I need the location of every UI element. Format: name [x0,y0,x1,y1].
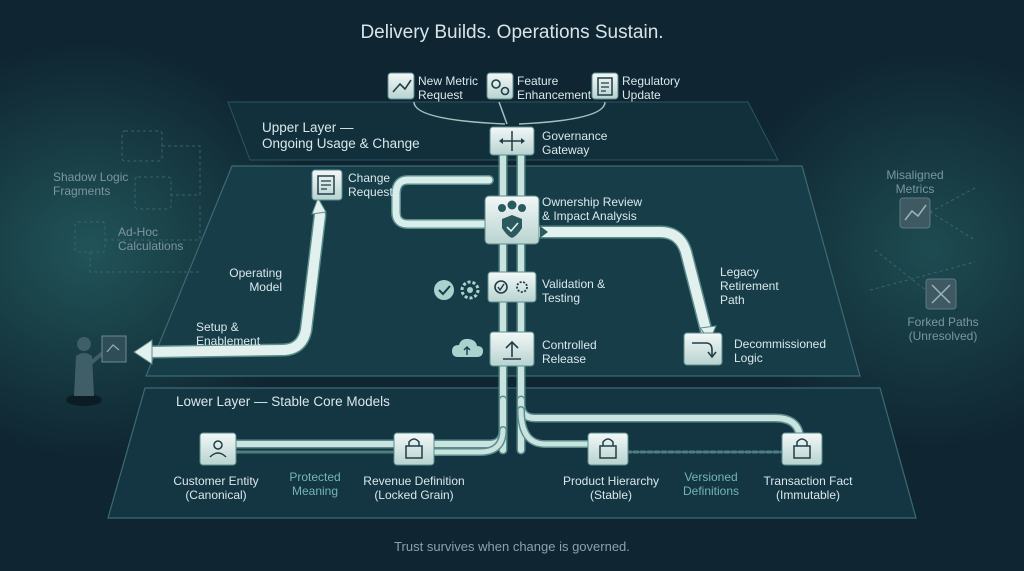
forked-arrows-icon [931,284,951,304]
customer-entity-box [199,432,237,466]
diagram-footer: Trust survives when change is governed. [394,539,630,554]
change-request-box [311,169,343,201]
label-customer-entity: Customer Entity (Canonical) [173,474,259,502]
decommissioned-box [683,332,723,366]
revenue-definition-box [393,432,435,466]
label-adhoc-calculations: Ad-Hoc Calculations [118,225,184,253]
label-governance-gateway: Governance Gateway [542,129,608,157]
label-operating-model: Operating Model [229,266,282,294]
input-connectors [413,101,606,125]
ownership-review-box [484,195,540,245]
misaligned-chart-icon [904,204,927,221]
label-validation-testing: Validation & Testing [542,277,606,305]
shadow-logic-fragments [74,130,201,273]
transaction-fact-box [781,432,823,466]
label-forked-paths: Forked Paths (Unresolved) [907,315,979,343]
setup-arrowhead [133,339,153,365]
ownership-return-arrowhead [540,226,548,238]
label-product-hierarchy: Product Hierarchy (Stable) [562,474,660,502]
label-setup-enablement: Setup & Enablement [196,320,261,348]
label-misaligned-metrics: Misaligned Metrics [886,168,944,196]
cloud-upload-icon [452,338,483,357]
diagram-title: Delivery Builds. Operations Sustain. [360,22,664,43]
governance-gateway-box [489,126,535,156]
label-decommissioned-logic: Decommissioned Logic [734,337,827,365]
validation-side-icons [434,280,480,300]
input-box-feature [486,72,514,100]
label-regulatory-update: Regulatory Update [622,74,681,102]
label-transaction-fact: Transaction Fact (Immutable) [763,474,853,502]
label-ownership-review: Ownership Review & Impact Analysis [542,195,643,223]
label-upper-layer: Upper Layer — Ongoing Usage & Change [262,120,420,151]
label-change-request: Change Request [348,171,393,199]
label-controlled-release: Controlled Release [542,338,597,366]
input-box-regulatory [591,72,619,100]
label-legacy-retirement: Legacy Retirement Path [720,265,779,307]
person-figure [66,335,127,406]
validation-box [487,271,537,303]
label-new-metric-request: New Metric Request [418,74,479,102]
label-feature-enhancement: Feature Enhancement [517,74,592,102]
input-box-new-metric [387,72,415,100]
controlled-release-box [489,331,535,367]
product-hierarchy-box [587,432,629,466]
change-arrowhead [311,196,327,215]
label-versioned-definitions: Versioned Definitions [682,470,740,498]
label-lower-layer: Lower Layer — Stable Core Models [176,394,390,409]
label-revenue-definition: Revenue Definition (Locked Grain) [363,474,465,502]
label-shadow-logic-fragments: Shadow Logic Fragments [53,170,129,198]
label-protected-meaning: Protected Meaning [289,470,341,498]
shadow-right-branches [869,187,976,293]
